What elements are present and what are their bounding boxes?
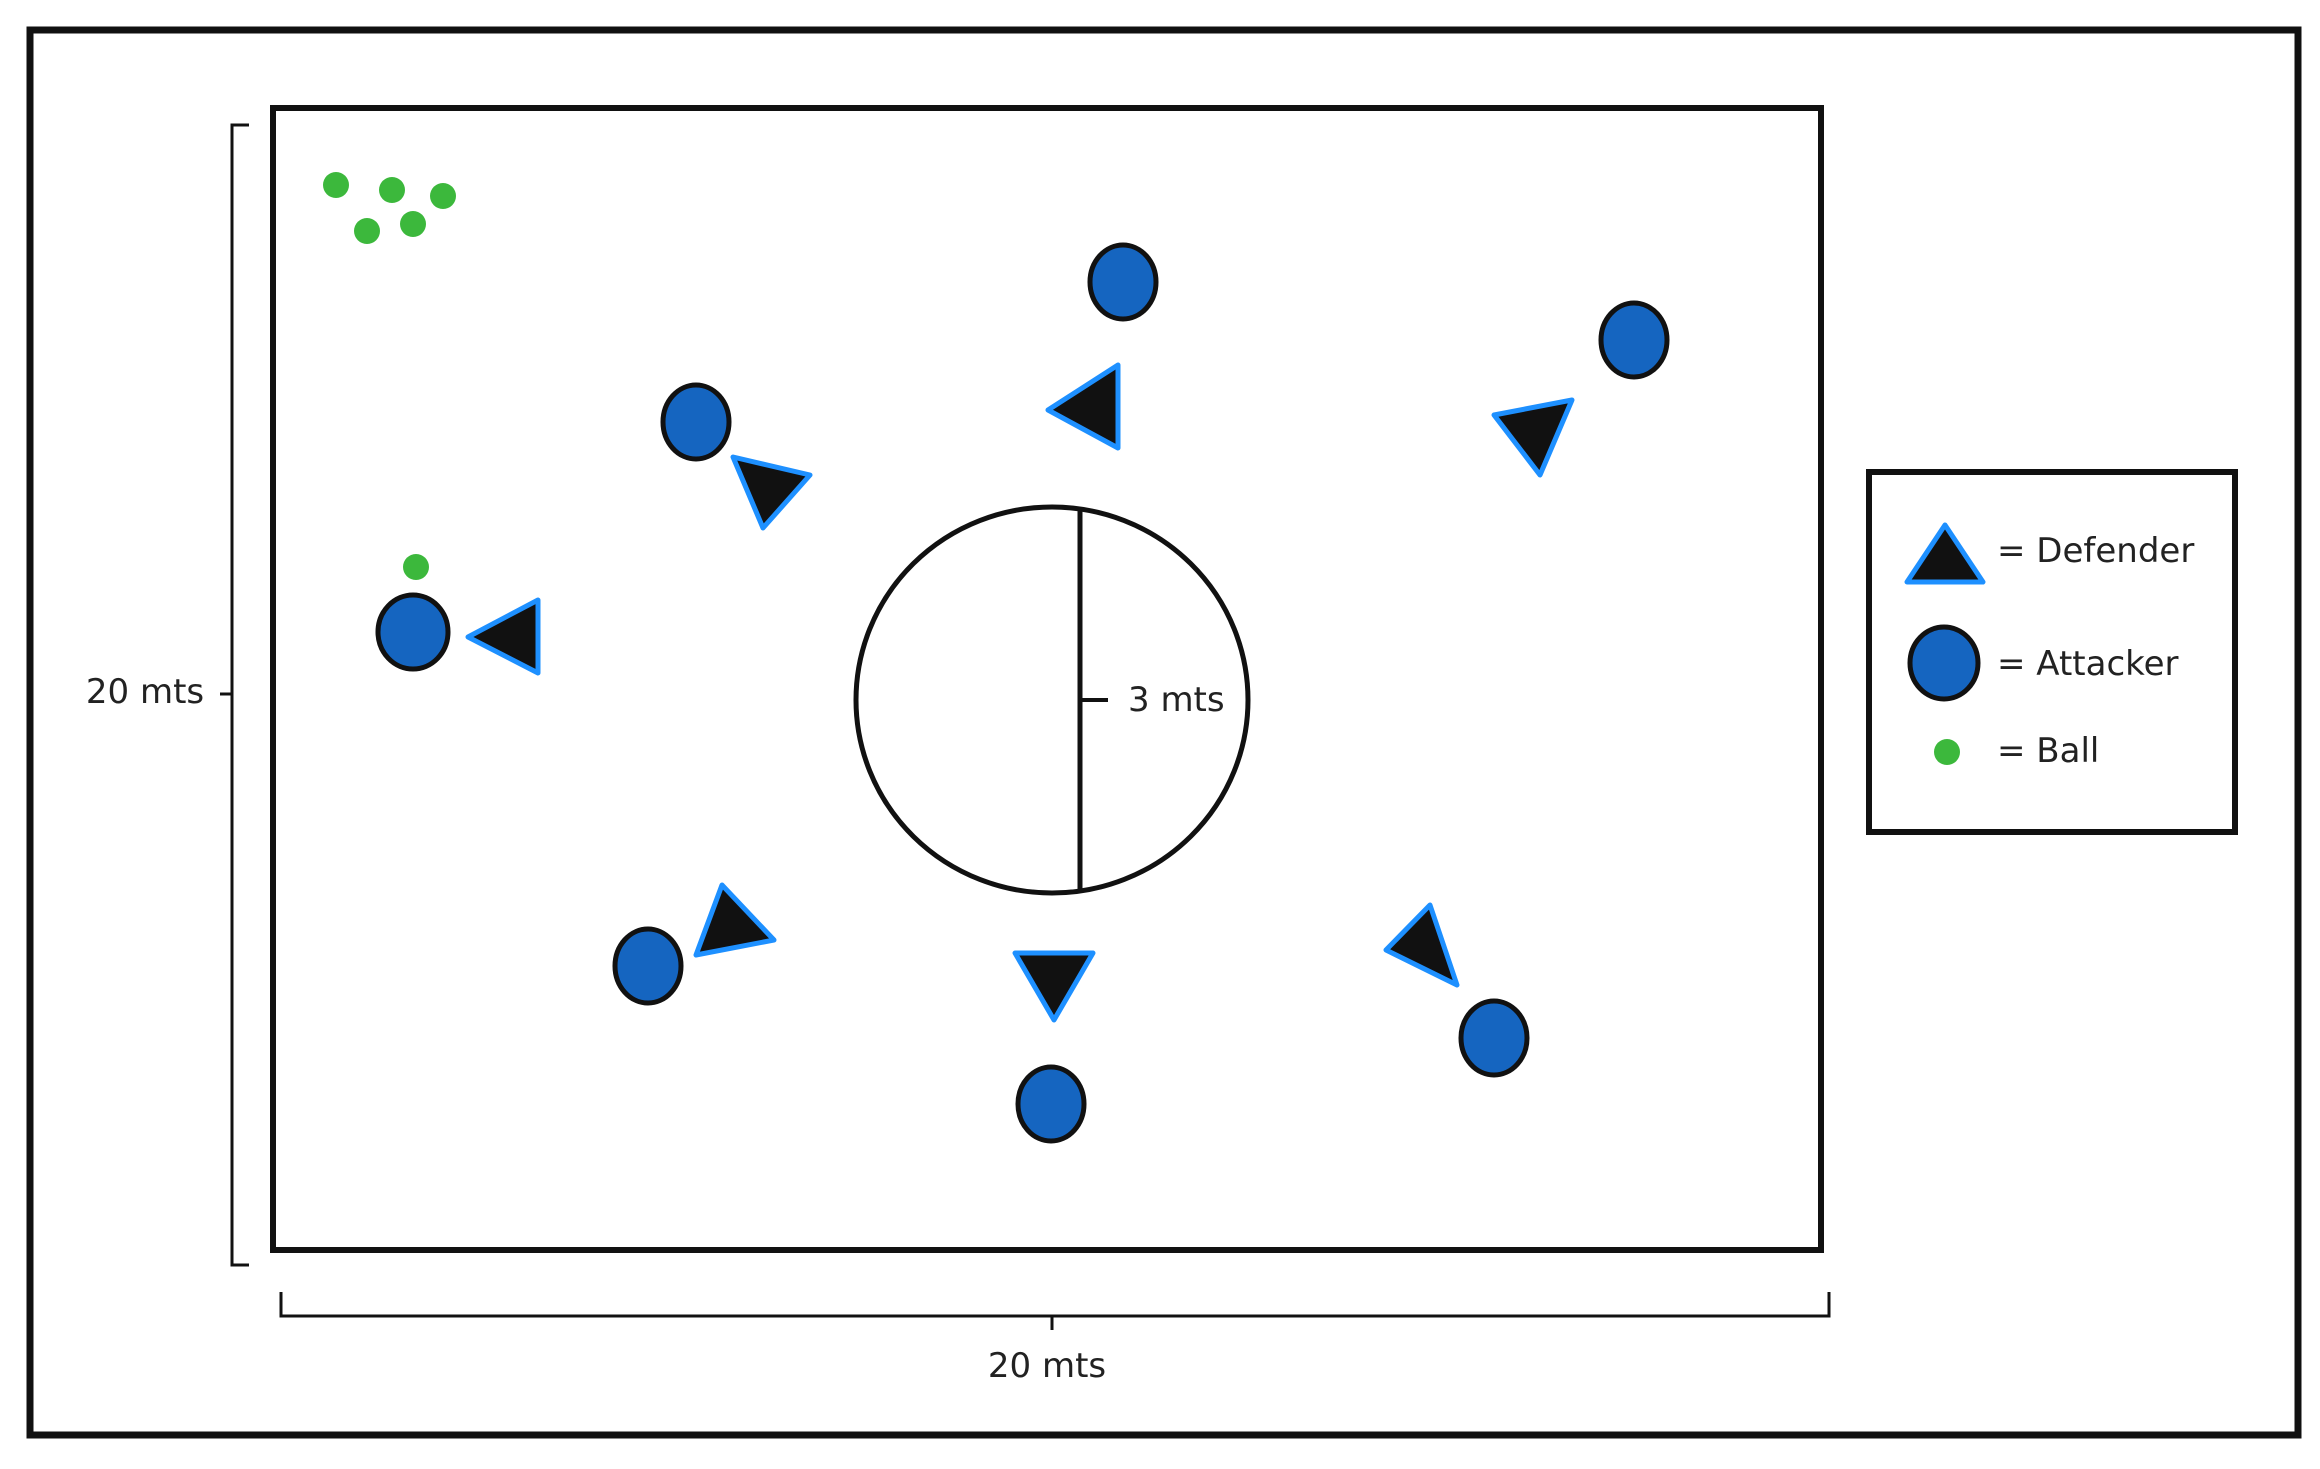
width-dimension-label: 20 mts [988, 1346, 1106, 1386]
ball [400, 211, 426, 237]
legend-defender-icon [1904, 522, 1986, 585]
center-circle [853, 504, 1251, 896]
attacker-token [1015, 1064, 1087, 1144]
height-dimension-bracket [220, 123, 249, 1267]
defender-token [1383, 902, 1460, 988]
defender-token [465, 597, 541, 676]
defender-token [730, 454, 813, 531]
defenders [465, 362, 1575, 1023]
attacker-token [1458, 998, 1530, 1078]
playing-field [270, 105, 1824, 1253]
defender-token [1045, 362, 1121, 451]
defender-token [693, 882, 777, 958]
attacker-token [1087, 242, 1159, 322]
ball [379, 177, 405, 203]
defender-token [1491, 397, 1575, 478]
legend-defender-label: = Defender [1997, 531, 2194, 571]
attacker-token [1598, 300, 1670, 380]
attacker-token [375, 592, 451, 672]
legend-ball-icon [1934, 739, 1960, 765]
legend-ball-label: = Ball [1997, 731, 2099, 771]
radius-label: 3 mts [1128, 680, 1225, 720]
width-dimension-bracket [279, 1292, 1831, 1330]
legend-attacker-label: = Attacker [1997, 644, 2179, 684]
ball-pile [323, 172, 456, 244]
attackers [375, 242, 1670, 1144]
height-dimension-label: 20 mts [86, 672, 204, 712]
ball [323, 172, 349, 198]
attacker-token [612, 926, 684, 1006]
legend-attacker-icon [1907, 624, 1981, 702]
ball [354, 218, 380, 244]
defender-token [1012, 950, 1096, 1023]
ball-in-play [403, 554, 429, 580]
attacker-token [660, 382, 732, 462]
ball [430, 183, 456, 209]
